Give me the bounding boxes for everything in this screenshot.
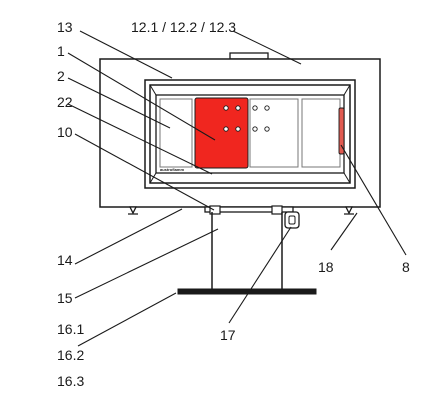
pedestal-bracket	[204, 206, 294, 213]
side-seal-strip	[338, 107, 345, 155]
label-15: 15	[57, 290, 73, 306]
label-1: 1	[57, 43, 65, 59]
foot-left-icon	[128, 206, 138, 215]
firebox-edge	[343, 84, 351, 96]
label-14: 14	[57, 252, 73, 268]
pedestal	[177, 205, 317, 295]
leader-22	[67, 103, 213, 175]
leader-8	[340, 144, 407, 256]
leader-lines	[67, 30, 407, 347]
lining-screws	[252, 105, 270, 132]
lining-panel-middle	[249, 98, 299, 168]
label-16-1: 16.1	[57, 321, 84, 337]
label-18: 18	[318, 259, 334, 275]
leader-16	[77, 292, 177, 347]
label-12: 12.1 / 12.2 / 12.3	[131, 19, 236, 35]
base-plate	[177, 288, 317, 295]
leader-13	[79, 30, 173, 79]
logo-text: austroflamm	[160, 167, 184, 172]
leader-15	[74, 228, 219, 299]
leader-14	[74, 208, 183, 265]
callout-labels: 13 12.1 / 12.2 / 12.3 1 2 22 10 14 18 8 …	[57, 19, 410, 389]
leader-10	[74, 133, 215, 211]
label-22: 22	[57, 94, 73, 110]
panel-screws	[223, 105, 241, 132]
firebox-edge	[149, 172, 157, 184]
lining-panel-right	[301, 98, 341, 168]
leader-2	[67, 77, 171, 129]
label-17: 17	[220, 327, 236, 343]
stove-body: austroflamm	[99, 52, 381, 215]
firebox-edge	[149, 84, 157, 96]
label-8: 8	[402, 259, 410, 275]
label-10: 10	[57, 124, 73, 140]
label-16-3: 16.3	[57, 373, 84, 389]
top-plate	[229, 52, 269, 60]
foot-right-icon	[344, 206, 354, 215]
firebox-edge	[343, 172, 351, 184]
leader-1	[67, 52, 216, 141]
label-16-2: 16.2	[57, 347, 84, 363]
bracket-bolt-left	[209, 205, 221, 215]
bracket-bolt-right	[271, 205, 283, 215]
air-connector-inner	[288, 215, 296, 225]
label-2: 2	[57, 68, 65, 84]
leader-12	[232, 30, 302, 65]
highlighted-panel	[194, 97, 249, 169]
label-13: 13	[57, 19, 73, 35]
leader-17	[228, 226, 292, 324]
leader-18	[330, 212, 358, 251]
